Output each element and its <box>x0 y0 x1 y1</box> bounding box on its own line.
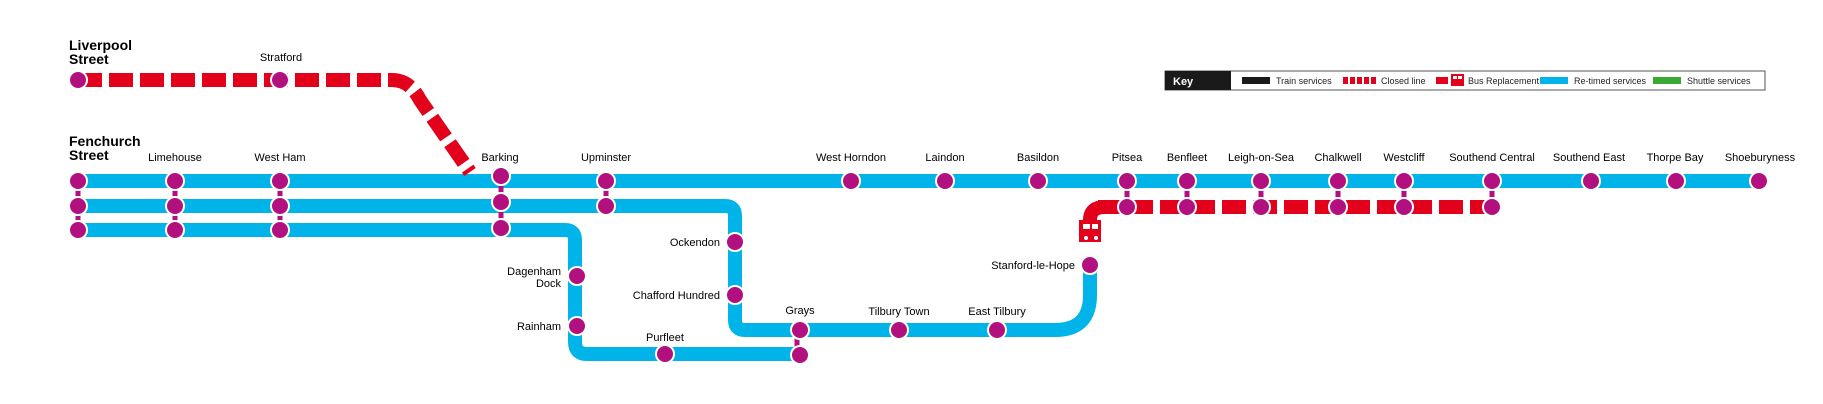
closed-line-liverpool-street <box>78 73 476 176</box>
station-dot[interactable] <box>1482 197 1502 217</box>
station-dot[interactable] <box>567 316 587 336</box>
station-dot[interactable] <box>1251 197 1271 217</box>
station-label-limehouse[interactable]: Limehouse <box>148 152 202 164</box>
station-label-upminster[interactable]: Upminster <box>581 152 631 164</box>
station-label-southend-east[interactable]: Southend East <box>1553 152 1625 164</box>
station-dot[interactable] <box>841 171 861 191</box>
station-dot[interactable] <box>790 320 810 340</box>
station-label-southend-central[interactable]: Southend Central <box>1449 152 1535 164</box>
station-dot[interactable] <box>68 70 88 90</box>
station-dot[interactable] <box>1581 171 1601 191</box>
station-dot[interactable] <box>596 171 616 191</box>
retimed-lines <box>71 174 1757 361</box>
station-dot[interactable] <box>270 196 290 216</box>
station-dot[interactable] <box>270 70 290 90</box>
line-rainham-purfleet <box>71 223 804 361</box>
station-dot[interactable] <box>655 344 675 364</box>
station-dots <box>68 70 1769 365</box>
station-label-purfleet[interactable]: Purfleet <box>646 332 684 344</box>
closed-lines <box>78 73 1492 214</box>
station-dot[interactable] <box>1328 197 1348 217</box>
station-dot[interactable] <box>68 171 88 191</box>
station-dot[interactable] <box>1251 171 1271 191</box>
station-label-chafford-hundred[interactable]: Chafford Hundred <box>633 290 720 302</box>
station-dot[interactable] <box>1117 197 1137 217</box>
key-title-box <box>1165 71 1231 90</box>
station-dot[interactable] <box>790 345 810 365</box>
station-label-dagenham-dock[interactable]: Dock <box>536 278 562 290</box>
station-dot[interactable] <box>165 171 185 191</box>
station-dot[interactable] <box>987 320 1007 340</box>
station-dot[interactable] <box>935 171 955 191</box>
key-closed-label: Closed line <box>1381 76 1426 86</box>
station-label-grays[interactable]: Grays <box>785 305 815 317</box>
station-label-ockendon[interactable]: Ockendon <box>670 237 720 249</box>
station-dot[interactable] <box>596 196 616 216</box>
station-dot[interactable] <box>491 192 511 212</box>
key-bus-swatch <box>1436 74 1464 86</box>
key-shuttle-swatch <box>1653 77 1681 84</box>
station-label-west-horndon[interactable]: West Horndon <box>816 152 886 164</box>
closed-line-curve-stanford <box>1083 200 1106 221</box>
station-dot[interactable] <box>1177 171 1197 191</box>
station-dot[interactable] <box>1080 255 1100 275</box>
station-dot[interactable] <box>1328 171 1348 191</box>
key-train-swatch <box>1242 77 1270 84</box>
station-dot[interactable] <box>270 171 290 191</box>
station-label-chalkwell[interactable]: Chalkwell <box>1314 152 1361 164</box>
station-label-east-tilbury[interactable]: East Tilbury <box>968 306 1026 318</box>
bus-replacement-icon <box>1079 220 1101 242</box>
station-dot[interactable] <box>270 220 290 240</box>
station-label-west-ham[interactable]: West Ham <box>254 152 305 164</box>
station-dot[interactable] <box>1482 171 1502 191</box>
line-upminster-ockendon-grays <box>71 199 1097 337</box>
map-key: Key Train services Closed line Bus Repla… <box>1164 70 1766 91</box>
station-label-leigh-on-sea[interactable]: Leigh-on-Sea <box>1228 152 1295 164</box>
key-bus-label: Bus Replacement <box>1468 76 1540 86</box>
station-dot[interactable] <box>1394 197 1414 217</box>
station-dot[interactable] <box>1028 171 1048 191</box>
station-label-thorpe-bay[interactable]: Thorpe Bay <box>1647 152 1704 164</box>
station-label-stratford[interactable]: Stratford <box>260 52 302 64</box>
station-label-tilbury-town[interactable]: Tilbury Town <box>868 306 929 318</box>
station-dot[interactable] <box>491 218 511 238</box>
key-retimed-swatch <box>1540 77 1568 84</box>
station-dot[interactable] <box>1394 171 1414 191</box>
station-dot[interactable] <box>491 166 511 186</box>
station-label-rainham[interactable]: Rainham <box>517 321 561 333</box>
station-dot[interactable] <box>889 320 909 340</box>
terminal-label-fenchurch: Street <box>69 147 109 163</box>
station-label-westcliff[interactable]: Westcliff <box>1383 152 1425 164</box>
key-train-label: Train services <box>1276 76 1332 86</box>
station-label-laindon[interactable]: Laindon <box>925 152 964 164</box>
terminal-label-fenchurch: Fenchurch <box>69 133 141 149</box>
station-dot[interactable] <box>1117 171 1137 191</box>
station-label-dagenham-dock[interactable]: Dagenham <box>507 266 561 278</box>
station-dot[interactable] <box>165 196 185 216</box>
station-dot[interactable] <box>68 220 88 240</box>
terminal-label-liverpool: Street <box>69 51 109 67</box>
key-shuttle-label: Shuttle services <box>1687 76 1751 86</box>
key-retimed-label: Re-timed services <box>1574 76 1647 86</box>
station-label-barking[interactable]: Barking <box>481 152 518 164</box>
station-label-benfleet[interactable]: Benfleet <box>1167 152 1207 164</box>
station-dot[interactable] <box>1666 171 1686 191</box>
key-title: Key <box>1173 76 1194 88</box>
station-dot[interactable] <box>1177 197 1197 217</box>
station-dot[interactable] <box>567 266 587 286</box>
station-dot[interactable] <box>165 220 185 240</box>
station-label-shoeburyness[interactable]: Shoeburyness <box>1725 152 1796 164</box>
station-dot[interactable] <box>68 196 88 216</box>
station-dot[interactable] <box>725 232 745 252</box>
station-dot[interactable] <box>725 285 745 305</box>
station-label-stanford-le-hope[interactable]: Stanford-le-Hope <box>991 260 1075 272</box>
station-dot[interactable] <box>1749 171 1769 191</box>
station-label-basildon[interactable]: Basildon <box>1017 152 1059 164</box>
station-label-pitsea[interactable]: Pitsea <box>1112 152 1143 164</box>
station-labels: Stratford Limehouse West Ham Barking Upm… <box>148 52 1796 344</box>
terminal-label-liverpool: Liverpool <box>69 37 132 53</box>
key-closed-swatch <box>1343 77 1376 84</box>
